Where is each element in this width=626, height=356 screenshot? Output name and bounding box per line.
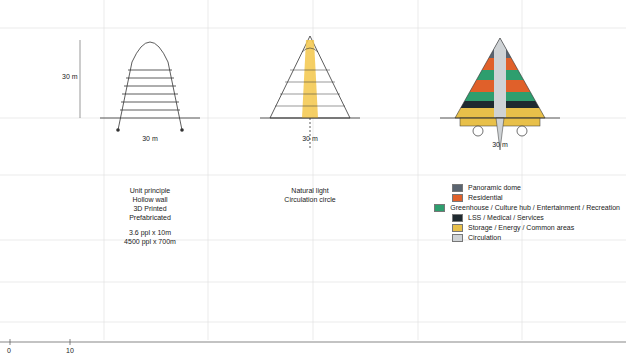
axis-label: 10: [66, 346, 74, 355]
legend-swatch: [452, 234, 463, 242]
legend-text: LSS / Medical / Services: [468, 213, 544, 222]
axis-label: 0: [7, 346, 11, 355]
legend-text: Greenhouse / Culture hub / Entertainment…: [450, 203, 620, 212]
legend-swatch: [452, 194, 463, 202]
note-text: Hollow wall: [132, 195, 167, 204]
legend-row: LSS / Medical / Services: [452, 213, 544, 222]
legend-row: Greenhouse / Culture hub / Entertainment…: [434, 203, 620, 212]
dimension-label: 30 m: [302, 134, 318, 143]
legend-swatch: [452, 184, 463, 192]
legend-row: Residential: [452, 193, 503, 202]
note-text: 3D Printed: [133, 204, 166, 213]
capacity-note: 3.6 ppl x 10m: [129, 228, 171, 237]
dimension-label: 30 m: [492, 140, 508, 149]
legend-swatch: [452, 224, 463, 232]
legend-swatch: [452, 214, 463, 222]
legend-row: Storage / Energy / Common areas: [452, 223, 574, 232]
legend-text: Residential: [468, 193, 503, 202]
note-text: Unit principle: [130, 186, 170, 195]
legend-text: Storage / Energy / Common areas: [468, 223, 574, 232]
capacity-note: 4500 ppl x 700m: [124, 237, 176, 246]
legend-swatch: [434, 204, 445, 212]
note-text: Prefabricated: [129, 213, 171, 222]
dimension-label: 30 m: [142, 134, 158, 143]
legend-text: Circulation: [468, 233, 501, 242]
dimension-label: 30 m: [62, 72, 78, 81]
note-text: Natural light: [291, 186, 328, 195]
legend-row: Panoramic dome: [452, 183, 521, 192]
legend-row: Circulation: [452, 233, 501, 242]
legend-text: Panoramic dome: [468, 183, 521, 192]
note-text: Circulation circle: [284, 195, 335, 204]
